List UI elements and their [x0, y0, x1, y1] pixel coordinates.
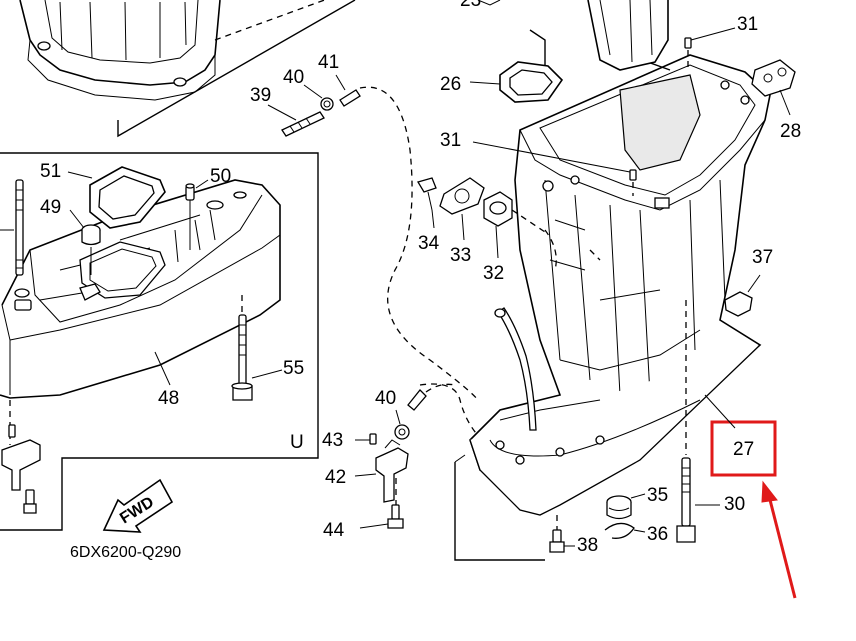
label-36: 36 [647, 524, 668, 545]
drawing-code: 6DX6200-Q290 [70, 544, 181, 561]
gasket-51 [89, 166, 166, 229]
label-35: 35 [647, 485, 668, 506]
guide-gasket [79, 241, 166, 301]
inset-marker-u: U [290, 432, 304, 453]
label-39: 39 [250, 85, 271, 106]
label-48: 48 [158, 388, 179, 409]
gasket-26 [469, 61, 564, 103]
label-42: 42 [325, 467, 346, 488]
inset-frame [0, 152, 319, 531]
label-50: 50 [210, 166, 231, 187]
label-44: 44 [323, 520, 345, 541]
highlight-annotation [704, 394, 797, 599]
label-31-mid: 31 [440, 130, 461, 151]
pilot-tube [494, 307, 537, 431]
parts-40-44 [354, 383, 456, 529]
label-34: 34 [418, 233, 440, 254]
label-51: 51 [40, 161, 61, 182]
grommet-28 [751, 59, 796, 116]
parts-35-36 [604, 493, 646, 539]
label-40-top: 40 [283, 67, 304, 88]
part-23-top [477, 0, 669, 71]
label-23: 23 [460, 0, 481, 11]
label-32: 32 [483, 263, 504, 284]
fwd-arrow-icon: FWD [102, 478, 174, 533]
dowel-50 [185, 183, 195, 250]
grommet-49 [81, 224, 101, 275]
parts-39-41 [267, 74, 361, 137]
highlight-arrow-head [761, 480, 778, 503]
dowel-31-top [684, 27, 736, 68]
label-33: 33 [450, 245, 471, 266]
plug-37 [724, 274, 761, 317]
part-labels: 23 31 41 40 26 39 28 31 51 50 49 34 33 3… [40, 0, 801, 561]
bolt-38 [549, 515, 575, 553]
label-31-top: 31 [737, 14, 758, 35]
bolt-30 [676, 300, 720, 543]
label-37: 37 [752, 247, 773, 268]
label-27: 27 [733, 439, 754, 460]
inset-small-parts [1, 400, 41, 514]
label-28: 28 [780, 121, 801, 142]
upper-casing-27 [469, 54, 771, 516]
highlight-box-27 [710, 420, 777, 477]
label-43: 43 [322, 430, 343, 451]
label-38: 38 [577, 535, 598, 556]
stud-left [0, 179, 24, 276]
label-26: 26 [440, 74, 461, 95]
label-55: 55 [283, 358, 304, 379]
label-49: 49 [40, 197, 61, 218]
parts-32-34 [417, 177, 546, 259]
label-41: 41 [318, 52, 339, 73]
dowel-31-mid [472, 141, 637, 196]
bolt-55 [231, 295, 283, 401]
oil-pan-fragment [19, 0, 356, 138]
label-40-bottom: 40 [375, 388, 396, 409]
label-30: 30 [724, 494, 745, 515]
inset-leaders [67, 171, 209, 386]
highlight-arrow-line [766, 491, 797, 599]
